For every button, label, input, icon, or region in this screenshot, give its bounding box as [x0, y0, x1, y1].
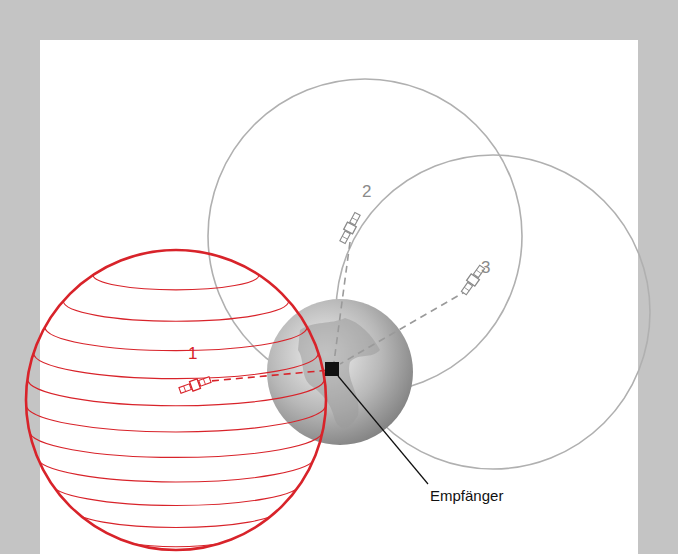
latitude-line — [45, 327, 307, 351]
callout-number: 1 — [188, 345, 197, 362]
receiver-label: Empfänger — [430, 488, 503, 503]
range-sphere-1 — [26, 250, 326, 550]
satellite-symbol — [178, 375, 211, 395]
latitude-line — [27, 379, 324, 406]
signal-line-2 — [334, 242, 350, 362]
satellite-symbol — [338, 212, 362, 245]
signal-line-3 — [340, 290, 468, 364]
callout-number: 3 — [481, 259, 490, 276]
latitude-line — [111, 535, 242, 547]
latitude-line — [93, 275, 259, 290]
leader-line — [338, 376, 428, 484]
latitude-line — [63, 301, 288, 321]
latitude-line — [37, 457, 314, 482]
latitude-line — [26, 405, 326, 432]
receiver — [325, 362, 339, 376]
latitude-line — [73, 509, 279, 528]
panel — [40, 40, 638, 554]
callout-number: 2 — [362, 183, 371, 200]
latitude-line — [51, 483, 301, 505]
satellites — [178, 212, 486, 396]
signal-line-1 — [200, 370, 330, 382]
latitude-line — [29, 431, 323, 457]
